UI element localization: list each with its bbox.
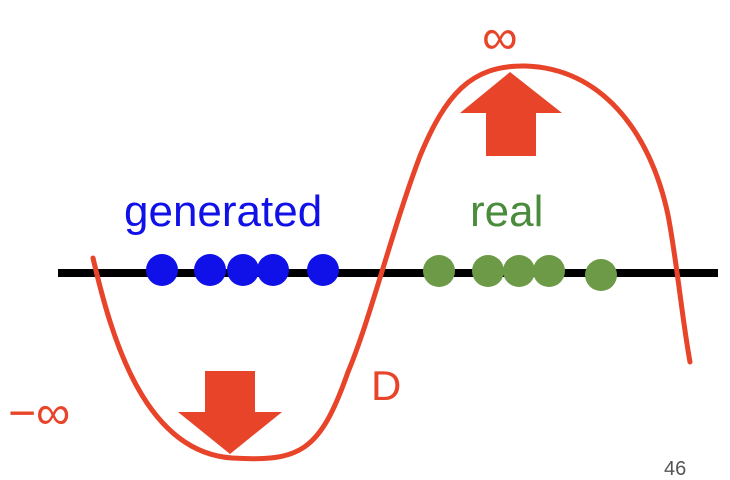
generated-label: generated (124, 187, 323, 236)
page-number: 46 (664, 458, 687, 480)
up-arrow-icon (460, 72, 562, 156)
real-point (423, 255, 455, 287)
real-point (585, 259, 617, 291)
generated-point (257, 254, 289, 286)
generated-point (307, 254, 339, 286)
generated-point (227, 254, 259, 286)
negative-infinity-label: −∞ (8, 387, 71, 440)
generated-point (146, 254, 178, 286)
down-arrow-icon (178, 371, 282, 454)
real-point (503, 255, 535, 287)
discriminator-curve (90, 63, 693, 462)
real-point (533, 255, 565, 287)
real-point (472, 255, 504, 287)
real-points (423, 255, 617, 291)
real-label: real (470, 187, 544, 236)
positive-infinity-label: ∞ (482, 9, 518, 65)
generated-point (194, 254, 226, 286)
generated-points (146, 254, 339, 286)
discriminator-label: D (371, 362, 402, 409)
